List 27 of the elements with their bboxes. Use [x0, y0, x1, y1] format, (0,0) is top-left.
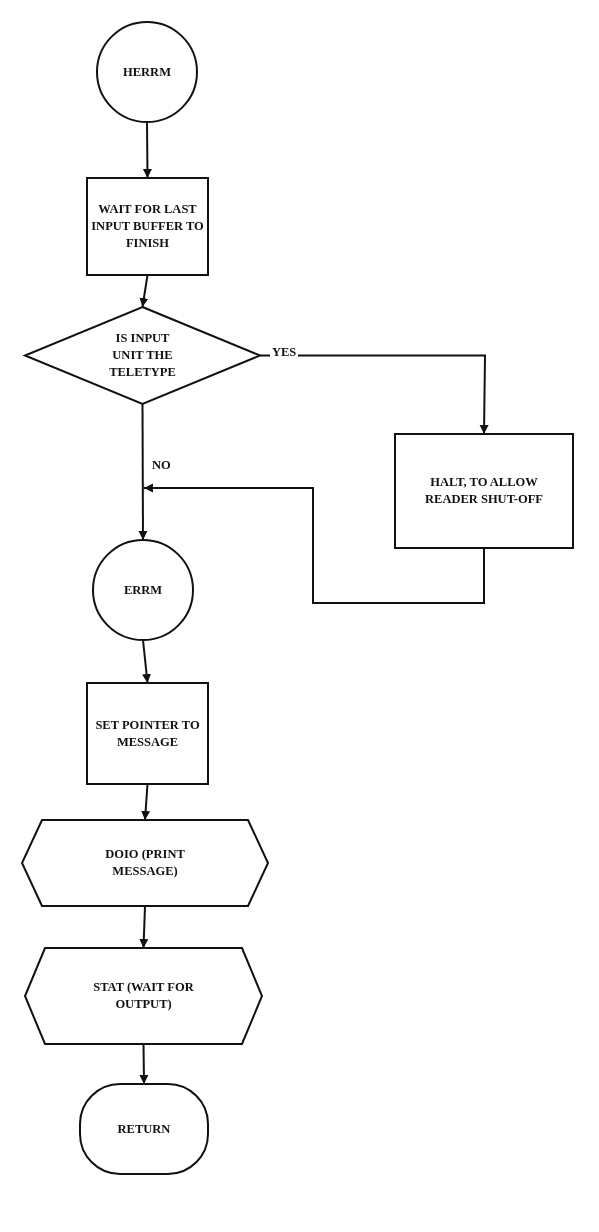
- node-label: WAIT FOR LAST INPUT BUFFER TO FINISH: [90, 201, 205, 252]
- connector-circle: [93, 540, 193, 640]
- process-box: [87, 178, 208, 275]
- node-label: DOIO (PRINT MESSAGE): [104, 846, 186, 880]
- process-box: [87, 683, 208, 784]
- node-label: IS INPUT UNIT THE TELETYPE: [108, 330, 177, 381]
- arrow: [139, 905, 149, 949]
- decision-diamond: [25, 307, 260, 404]
- arrow: [138, 403, 148, 541]
- subroutine-hexagon: [22, 820, 268, 906]
- arrow: [142, 121, 152, 179]
- arrow: [139, 274, 149, 308]
- arrow: [143, 483, 485, 604]
- node-label: ERRM: [122, 581, 164, 599]
- process-box: [395, 434, 573, 548]
- arrow: [142, 639, 152, 684]
- node-label: RETURN: [116, 1120, 172, 1138]
- node-label: HERRM: [122, 63, 172, 81]
- subroutine-hexagon: [25, 948, 262, 1044]
- node-label: HALT, TO ALLOW READER SHUT-OFF: [424, 474, 544, 508]
- arrow: [259, 354, 489, 435]
- arrow: [139, 1043, 149, 1085]
- node-label: STAT (WAIT FOR OUTPUT): [92, 979, 195, 1013]
- start-circle: [97, 22, 197, 122]
- arrow: [141, 783, 151, 821]
- edge-label: YES: [270, 345, 299, 360]
- node-label: SET POINTER TO MESSAGE: [94, 716, 201, 751]
